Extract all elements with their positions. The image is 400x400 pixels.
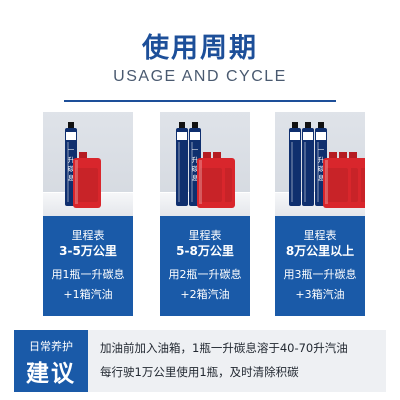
cycle-info-panel: 里程表 5-8万公里 用2瓶一升碳息 +2箱汽油 (160, 216, 250, 316)
usage-cycle-card-2: 一升碳息 里程表 5-8万公里 用2瓶一升碳息 +2箱汽油 (160, 112, 250, 316)
page-title: 使用周期 (142, 33, 258, 64)
advice-tag-large: 建议 (26, 361, 76, 387)
bottle-label: 碳 (192, 164, 199, 173)
bottle-label: 升 (318, 155, 325, 164)
cycle-info-panel: 里程表 8万公里以上 用3瓶一升碳息 +3箱汽油 (275, 216, 365, 316)
advice-line-1: 加油前加入油箱，1瓶一升碳息溶于40-70升汽油 (100, 341, 348, 355)
product-bottle-icon (289, 122, 301, 206)
fuel-amount: +2箱汽油 (180, 288, 230, 301)
fuel-canister-icon (197, 152, 225, 208)
usage-amount: 用1瓶一升碳息 (51, 268, 125, 281)
bottle-label: 升 (68, 155, 75, 164)
fuel-amount: +3箱汽油 (295, 288, 345, 301)
title-divider (64, 100, 336, 102)
advice-line-2: 每行驶1万公里使用1瓶，及时清除积碳 (100, 365, 299, 379)
usage-amount: 用3瓶一升碳息 (283, 268, 357, 281)
usage-cycle-card-3: 一升碳息 里程表 8万公里以上 用3瓶一升碳息 +3箱汽油 (275, 112, 365, 316)
product-bottle-icon (302, 122, 314, 206)
product-illustration: 一升碳息 (176, 122, 235, 208)
advice-tag: 日常养护 建议 (14, 330, 88, 392)
mileage-label: 里程表 (303, 229, 337, 242)
mileage-range: 8万公里以上 (285, 244, 355, 258)
mileage-range: 3-5万公里 (59, 244, 117, 258)
fuel-canister-icon (73, 152, 101, 208)
mileage-label: 里程表 (71, 229, 105, 242)
usage-cycle-card-1: 一升碳息 里程表 3-5万公里 用1瓶一升碳息 +1箱汽油 (43, 112, 133, 316)
product-bottle-icon (176, 122, 188, 206)
bottle-label: 息 (192, 173, 199, 182)
bottle-label: 一 (318, 146, 325, 154)
bottle-label: 息 (318, 173, 325, 182)
fuel-canister-icon (323, 152, 351, 208)
product-illustration: 一升碳息 (65, 122, 101, 208)
fuel-amount: +1箱汽油 (63, 288, 113, 301)
cycle-info-panel: 里程表 3-5万公里 用1瓶一升碳息 +1箱汽油 (43, 216, 133, 316)
bottle-label: 一 (68, 146, 75, 154)
maintenance-advice-panel: 日常养护 建议 加油前加入油箱，1瓶一升碳息溶于40-70升汽油 每行驶1万公里… (14, 330, 386, 392)
bottle-label: 一 (192, 146, 199, 154)
bottle-label: 碳 (68, 164, 75, 173)
product-illustration: 一升碳息 (289, 122, 365, 208)
usage-amount: 用2瓶一升碳息 (168, 268, 242, 281)
bottle-label: 升 (192, 155, 199, 164)
bottle-label: 息 (68, 173, 75, 182)
mileage-range: 5-8万公里 (176, 244, 234, 258)
advice-tag-small: 日常养护 (29, 340, 73, 353)
bottle-label: 碳 (318, 164, 325, 173)
mileage-label: 里程表 (188, 229, 222, 242)
page-subtitle: USAGE AND CYCLE (113, 68, 287, 85)
